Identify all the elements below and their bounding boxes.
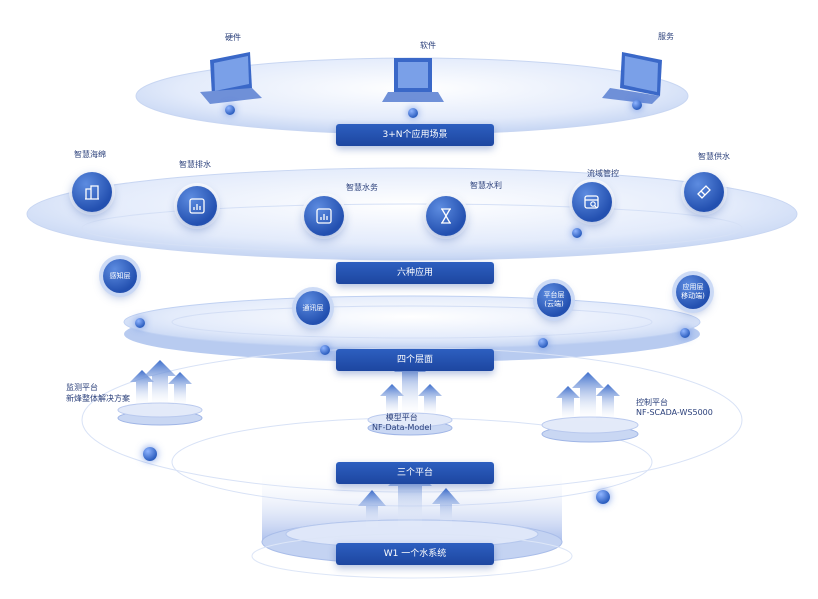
glow-dot [320, 345, 330, 355]
glow-dot [632, 100, 642, 110]
glow-dot [680, 328, 690, 338]
glow-dot [408, 108, 418, 118]
monitor-software [382, 58, 444, 102]
app-water-affairs [304, 196, 344, 236]
platform-monitoring: 监测平台 新烽整体解决方案 [66, 382, 130, 404]
platform-monitoring-subtitle: 新烽整体解决方案 [66, 394, 130, 403]
glow-dot [225, 105, 235, 115]
glow-dot [572, 228, 582, 238]
building-icon [85, 185, 99, 200]
app-sponge-label: 智慧海绵 [74, 150, 106, 159]
platform-control: 控制平台 NF-SCADA-WS5000 [636, 397, 713, 417]
banner-applications: 六种应用 [336, 262, 494, 284]
banner-scenarios: 3+N个应用场景 [336, 124, 494, 146]
banner-layers: 四个层面 [336, 349, 494, 371]
item-hardware-label: 硬件 [225, 33, 241, 42]
chart-icon [316, 208, 332, 224]
app-water-conservancy [426, 196, 466, 236]
hourglass-icon [441, 208, 451, 224]
app-drainage [177, 186, 217, 226]
app-sponge [72, 172, 112, 212]
app-basin-label: 流域管控 [587, 169, 619, 178]
platform-control-title: 控制平台 [636, 398, 668, 407]
platform-monitoring-title: 监测平台 [66, 383, 98, 392]
platform-model: 模型平台 NF-Data-Model [372, 412, 431, 432]
monitor-service [602, 52, 662, 104]
pedestal-center [367, 356, 453, 436]
app-water-conservancy-label: 智慧水利 [470, 181, 502, 190]
pedestal-left [117, 360, 203, 426]
app-supply [684, 172, 724, 212]
layers-disc [123, 295, 701, 349]
glow-dot [596, 490, 610, 504]
layer-communication: 通讯层 [296, 291, 330, 325]
layer-platform: 平台层 (云端) [537, 283, 571, 317]
item-service-label: 服务 [658, 32, 674, 41]
chart-icon [189, 198, 205, 214]
app-drainage-label: 智慧排水 [179, 160, 211, 169]
glow-dot [538, 338, 548, 348]
banner-platforms: 三个平台 [336, 462, 494, 484]
layer-perception: 感知层 [103, 259, 137, 293]
calendar-search-icon [584, 195, 599, 209]
item-software-label: 软件 [420, 41, 436, 50]
layer-application: 应用层 移动端) [676, 275, 710, 309]
platform-control-subtitle: NF-SCADA-WS5000 [636, 408, 713, 417]
platform-model-subtitle: NF-Data-Model [372, 423, 432, 432]
app-water-affairs-label: 智慧水务 [346, 183, 378, 192]
glow-dot [135, 318, 145, 328]
banner-water-system: W1 一个水系统 [336, 543, 494, 565]
pedestal-right [541, 372, 639, 443]
app-supply-label: 智慧供水 [698, 152, 730, 161]
platform-model-title: 模型平台 [385, 413, 418, 422]
monitor-hardware [200, 52, 262, 104]
app-basin [572, 182, 612, 222]
pipe-icon [697, 185, 711, 199]
glow-dot [143, 447, 157, 461]
